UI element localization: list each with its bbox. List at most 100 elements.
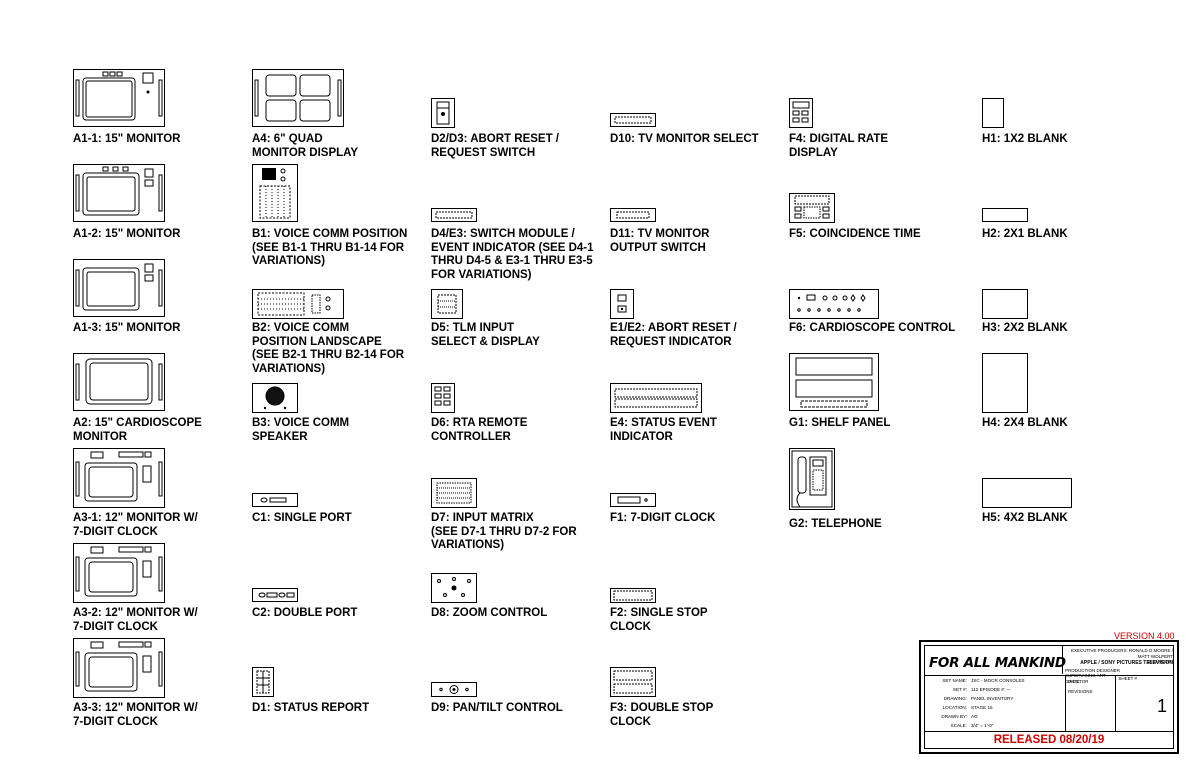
panel-d5-label: D5: TLM INPUT SELECT & DISPLAY xyxy=(431,322,540,348)
panel-e4-svg xyxy=(610,383,702,413)
sheet-number: 1 xyxy=(1156,696,1167,716)
panel-d11-drawing xyxy=(610,208,656,222)
panel-d1-svg xyxy=(252,667,274,697)
panel-f3-label: F3: DOUBLE STOP CLOCK xyxy=(610,702,714,728)
tb-bottom-rule xyxy=(925,731,1173,732)
production-designer-text: PRODUCTION DESIGNER xyxy=(1065,668,1121,673)
panel-f1-svg xyxy=(610,493,656,507)
panel-d5-drawing xyxy=(431,289,463,319)
panel-a4-label: A4: 6" QUAD MONITOR DISPLAY xyxy=(252,133,359,159)
panel-a2-drawing xyxy=(73,353,165,411)
panel-f2-label: F2: SINGLE STOP CLOCK xyxy=(610,607,708,633)
panel-d7-svg xyxy=(431,478,477,508)
panel-d2d3-svg xyxy=(431,98,455,128)
tb-row-drawn-by: DRAWN BY:AG xyxy=(941,714,978,719)
panel-h2-svg xyxy=(982,208,1028,222)
panel-g2-drawing xyxy=(789,448,835,510)
panel-h1-svg xyxy=(982,98,1004,128)
panel-g2-label: G2: TELEPHONE xyxy=(789,518,882,530)
date-label: DATE xyxy=(1068,679,1080,684)
panel-a1-2-label: A1-2: 15" MONITOR xyxy=(73,228,181,240)
panel-f4-drawing xyxy=(789,98,813,128)
panel-b2-svg xyxy=(252,289,344,319)
panel-d10-svg xyxy=(610,113,656,127)
panel-d1-label: D1: STATUS REPORT xyxy=(252,702,370,714)
tb-col-divider xyxy=(1065,675,1066,731)
panel-a3-2-svg xyxy=(73,543,165,603)
panel-a3-2-label: A3-2: 12" MONITOR W/ 7-DIGIT CLOCK xyxy=(73,607,198,633)
panel-d9-svg xyxy=(431,682,477,697)
producers-text: EXECUTIVE PRODUCERS: RONALD D MOORE / MA… xyxy=(1070,648,1173,664)
panel-h4-drawing xyxy=(982,353,1028,413)
panel-f4-svg xyxy=(789,98,813,128)
panel-c2-drawing xyxy=(252,588,298,602)
panel-e4-drawing xyxy=(610,383,702,413)
panel-a3-2-drawing xyxy=(73,543,165,603)
panel-c1-drawing xyxy=(252,493,298,507)
panel-d8-drawing xyxy=(431,573,477,603)
panel-c1-svg xyxy=(252,493,298,507)
panel-d11-label: D11: TV MONITOR OUTPUT SWITCH xyxy=(610,228,710,254)
panel-h2-drawing xyxy=(982,208,1028,222)
panel-a3-3-label: A3-3: 12" MONITOR W/ 7-DIGIT CLOCK xyxy=(73,702,198,728)
panel-h3-label: H3: 2X2 BLANK xyxy=(982,322,1068,334)
panel-d6-label: D6: RTA REMOTE CONTROLLER xyxy=(431,417,528,443)
tb-row-set-name: SET NAME:JSC - MOCR CONSOLES xyxy=(942,678,1025,683)
studio-text: APPLE / SONY PICTURES TELEVISION xyxy=(1080,660,1173,666)
panel-f4-label: F4: DIGITAL RATE DISPLAY xyxy=(789,133,889,159)
title-block-inner: FOR ALL MANKIND EXECUTIVE PRODUCERS: RON… xyxy=(924,645,1174,749)
tb-row-set-number: SET #:112 EPISODE #: --- xyxy=(953,687,1011,692)
panel-f6-drawing xyxy=(789,289,879,319)
panel-h2-label: H2: 2X1 BLANK xyxy=(982,228,1068,240)
panel-b2-drawing xyxy=(252,289,344,319)
panel-d9-drawing xyxy=(431,682,477,697)
tb-row-location: LOCATION:STAGE 15 xyxy=(942,705,993,710)
panel-f3-svg xyxy=(610,667,656,697)
title-block-rule xyxy=(925,675,1173,676)
panel-d6-drawing xyxy=(431,383,455,413)
panel-g2-svg xyxy=(789,448,835,510)
panel-e1e2-drawing xyxy=(610,289,634,319)
sheet-label: SHEET # xyxy=(1118,676,1137,681)
panel-f5-svg xyxy=(789,193,835,223)
panel-d6-svg xyxy=(431,383,455,413)
panel-d7-drawing xyxy=(431,478,477,508)
panel-e1e2-svg xyxy=(610,289,634,319)
panel-e1e2-label: E1/E2: ABORT RESET / REQUEST INDICATOR xyxy=(610,322,737,348)
panel-f6-label: F6: CARDIOSCOPE CONTROL xyxy=(789,322,956,334)
panel-a3-1-label: A3-1: 12" MONITOR W/ 7-DIGIT CLOCK xyxy=(73,512,198,538)
panel-a3-3-svg xyxy=(73,638,165,698)
panel-h5-svg xyxy=(982,478,1072,508)
panel-a1-1-svg xyxy=(73,69,165,127)
panel-a1-3-drawing xyxy=(73,259,165,317)
panel-a1-2-svg xyxy=(73,164,165,222)
panel-f3-drawing xyxy=(610,667,656,697)
panel-h5-drawing xyxy=(982,478,1072,508)
panel-d8-svg xyxy=(431,573,477,603)
panel-d4e3-svg xyxy=(431,208,477,222)
panel-f1-drawing xyxy=(610,493,656,507)
version-label: VERSION 4.00 xyxy=(1114,631,1175,641)
panel-b3-svg xyxy=(252,383,298,413)
panel-a1-2-drawing xyxy=(73,164,165,222)
panel-a3-3-drawing xyxy=(73,638,165,698)
panel-d10-label: D10: TV MONITOR SELECT xyxy=(610,133,759,145)
panel-c2-svg xyxy=(252,588,298,602)
panel-h3-svg xyxy=(982,289,1028,319)
panel-a1-1-drawing xyxy=(73,69,165,127)
panel-a3-1-drawing xyxy=(73,448,165,508)
panel-h5-label: H5: 4X2 BLANK xyxy=(982,512,1068,524)
panel-h1-label: H1: 1X2 BLANK xyxy=(982,133,1068,145)
panel-a2-svg xyxy=(73,353,165,411)
panel-d8-label: D8: ZOOM CONTROL xyxy=(431,607,548,619)
panel-f5-drawing xyxy=(789,193,835,223)
panel-a4-svg xyxy=(252,69,344,127)
panel-d10-drawing xyxy=(610,113,656,127)
panel-f1-label: F1: 7-DIGIT CLOCK xyxy=(610,512,716,524)
panel-a3-1-svg xyxy=(73,448,165,508)
panel-b1-label: B1: VOICE COMM POSITION (SEE B1-1 THRU B… xyxy=(252,228,408,267)
panel-h3-drawing xyxy=(982,289,1028,319)
panel-e4-label: E4: STATUS EVENT INDICATOR xyxy=(610,417,717,443)
panel-a1-1-label: A1-1: 15" MONITOR xyxy=(73,133,181,145)
panel-a1-3-svg xyxy=(73,259,165,317)
